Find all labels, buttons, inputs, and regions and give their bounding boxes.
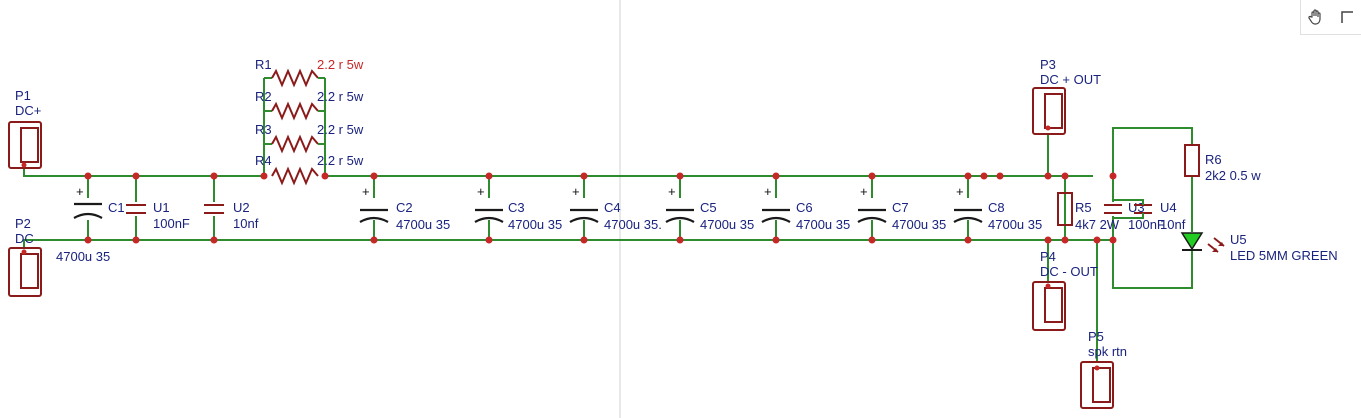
- resistor-r3[interactable]: R3 2.2 r 5w: [255, 122, 364, 154]
- u4-ref: U4: [1160, 200, 1177, 215]
- p3-value: DC + OUT: [1040, 72, 1101, 87]
- r2-ref: R2: [255, 89, 272, 104]
- c4-value: 4700u 35.: [604, 217, 662, 232]
- connector-p3[interactable]: P3 DC + OUT: [1032, 57, 1101, 135]
- c3-ref: C3: [508, 200, 525, 215]
- c5-value: 4700u 35: [700, 217, 754, 232]
- connector-p1[interactable]: P1 DC+: [8, 88, 42, 169]
- capacitor-c2[interactable]: + C2 4700u 35: [358, 184, 450, 232]
- plus-icon: +: [956, 184, 964, 199]
- r3-ref: R3: [255, 122, 272, 137]
- c1-ref: C1: [108, 200, 125, 215]
- plus-icon: +: [860, 184, 868, 199]
- plus-icon: +: [76, 184, 84, 199]
- r1-ref: R1: [255, 57, 272, 72]
- p4-value: DC - OUT: [1040, 264, 1098, 279]
- c4-ref: C4: [604, 200, 621, 215]
- wire-top-left: [23, 165, 264, 177]
- capacitor-c4[interactable]: + C4 4700u 35.: [568, 184, 662, 232]
- wire-led-bottom: [1112, 240, 1193, 289]
- capacitor-u1[interactable]: U1 100nF: [124, 200, 190, 231]
- r6-value: 2k2 0.5 w: [1205, 168, 1261, 183]
- plus-icon: +: [764, 184, 772, 199]
- led-u5[interactable]: U5 LED 5MM GREEN: [1180, 232, 1338, 263]
- plus-icon: +: [668, 184, 676, 199]
- c6-value: 4700u 35: [796, 217, 850, 232]
- p5-value: spk rtn: [1088, 344, 1127, 359]
- r1-value: 2.2 r 5w: [317, 57, 364, 72]
- r4-ref: R4: [255, 153, 272, 168]
- p5-ref: P5: [1088, 329, 1104, 344]
- r5-ref: R5: [1075, 200, 1092, 215]
- capacitor-c3[interactable]: + C3 4700u 35: [473, 184, 562, 232]
- p1-ref: P1: [15, 88, 31, 103]
- c7-ref: C7: [892, 200, 909, 215]
- capacitor-c8[interactable]: + C8 4700u 35: [952, 184, 1042, 232]
- wire-bottom-rail: [23, 239, 1113, 252]
- r3-value: 2.2 r 5w: [317, 122, 364, 137]
- connector-p2[interactable]: P2 DC: [8, 216, 42, 297]
- hand-icon[interactable]: [1305, 6, 1327, 28]
- resistor-r6[interactable]: R6 2k2 0.5 w: [1184, 144, 1261, 183]
- u1-value: 100nF: [153, 216, 190, 231]
- resistor-r5[interactable]: R5 4k7 2W: [1057, 192, 1120, 232]
- c2-value: 4700u 35: [396, 217, 450, 232]
- u4-value: 10nf: [1160, 217, 1186, 232]
- u3-value: 100nF: [1128, 217, 1165, 232]
- connector-p5[interactable]: P5 spk rtn: [1080, 329, 1127, 409]
- c5-ref: C5: [700, 200, 717, 215]
- resistor-r4[interactable]: R4 2.2 r 5w: [255, 153, 364, 186]
- capacitor-u4[interactable]: U4 10nf: [1113, 199, 1186, 232]
- u1-ref: U1: [153, 200, 170, 215]
- capacitor-u2[interactable]: U2 10nf: [202, 200, 259, 231]
- r2-value: 2.2 r 5w: [317, 89, 364, 104]
- plus-icon: +: [477, 184, 485, 199]
- c2-ref: C2: [396, 200, 413, 215]
- u3-ref: U3: [1128, 200, 1145, 215]
- p3-ref: P3: [1040, 57, 1056, 72]
- corner-select-icon[interactable]: [1336, 6, 1358, 28]
- c8-ref: C8: [988, 200, 1005, 215]
- resistor-r2[interactable]: R2 2.2 r 5w: [255, 89, 364, 121]
- r5-value: 4k7 2W: [1075, 217, 1120, 232]
- capacitor-c6[interactable]: + C6 4700u 35: [760, 184, 850, 232]
- c8-value: 4700u 35: [988, 217, 1042, 232]
- capacitor-c7[interactable]: + C7 4700u 35: [856, 184, 946, 232]
- u5-ref: U5: [1230, 232, 1247, 247]
- u2-value: 10nf: [233, 216, 259, 231]
- wire-led-top: [1112, 127, 1193, 176]
- canvas-toolbar: [1300, 0, 1361, 35]
- resistor-r1[interactable]: R1 2.2 r 5w: [255, 57, 364, 88]
- r4-value: 2.2 r 5w: [317, 153, 364, 168]
- r6-ref: R6: [1205, 152, 1222, 167]
- c7-value: 4700u 35: [892, 217, 946, 232]
- p1-value: DC+: [15, 103, 41, 118]
- u2-ref: U2: [233, 200, 250, 215]
- c1-value: 4700u 35: [56, 249, 110, 264]
- capacitor-c1[interactable]: + C1 4700u 35: [56, 184, 125, 264]
- connector-p4[interactable]: P4 DC - OUT: [1032, 249, 1098, 331]
- c3-value: 4700u 35: [508, 217, 562, 232]
- plus-icon: +: [572, 184, 580, 199]
- light-rays-icon: [1207, 237, 1225, 253]
- p4-ref: P4: [1040, 249, 1056, 264]
- capacitor-u3[interactable]: U3 100nF: [1102, 200, 1165, 232]
- capacitor-c5[interactable]: + C5 4700u 35: [664, 184, 754, 232]
- p2-value: DC: [15, 231, 34, 246]
- plus-icon: +: [362, 184, 370, 199]
- u5-value: LED 5MM GREEN: [1230, 248, 1338, 263]
- p2-ref: P2: [15, 216, 31, 231]
- junctions: [84, 172, 1117, 244]
- c6-ref: C6: [796, 200, 813, 215]
